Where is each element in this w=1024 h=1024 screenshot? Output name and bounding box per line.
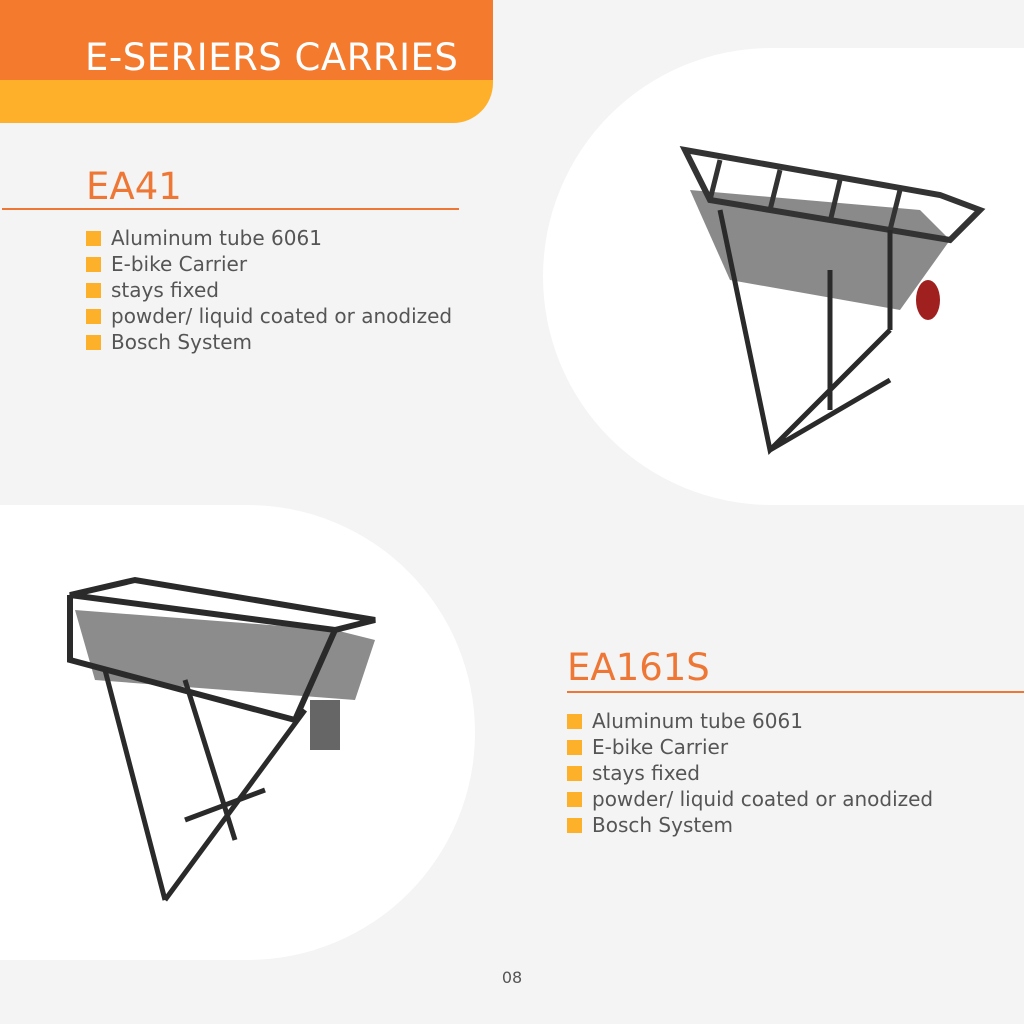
product-model-ea41: EA41 <box>86 165 182 208</box>
list-item: E-bike Carrier <box>567 734 933 760</box>
bullet-icon <box>567 791 582 807</box>
bullet-icon <box>86 256 101 272</box>
title-banner: E-SERIERS CARRIES <box>0 0 493 123</box>
bullet-icon <box>86 282 101 298</box>
bullet-icon <box>86 334 101 350</box>
page-title: E-SERIERS CARRIES <box>85 36 459 79</box>
divider <box>567 691 1024 693</box>
list-item: Bosch System <box>86 329 452 355</box>
ea161s-rack-image <box>67 576 376 902</box>
list-item: powder/ liquid coated or anodized <box>567 786 933 812</box>
list-item: Aluminum tube 6061 <box>567 708 933 734</box>
bullet-icon <box>86 230 101 246</box>
bullet-icon <box>567 817 582 833</box>
product-model-ea161s: EA161S <box>567 646 710 689</box>
divider <box>2 208 459 210</box>
feature-list-ea161s: Aluminum tube 6061 E-bike Carrier stays … <box>567 708 933 838</box>
feature-list-ea41: Aluminum tube 6061 E-bike Carrier stays … <box>86 225 452 355</box>
list-item: stays fixed <box>567 760 933 786</box>
list-item: Aluminum tube 6061 <box>86 225 452 251</box>
list-item: Bosch System <box>567 812 933 838</box>
product-image-panel-ea161s <box>0 505 475 960</box>
list-item: powder/ liquid coated or anodized <box>86 303 452 329</box>
bullet-icon <box>567 765 582 781</box>
bullet-icon <box>567 739 582 755</box>
bullet-icon <box>567 713 582 729</box>
ea41-rack-image <box>679 146 986 456</box>
list-item: E-bike Carrier <box>86 251 452 277</box>
list-item: stays fixed <box>86 277 452 303</box>
page-number: 08 <box>501 968 523 987</box>
bullet-icon <box>86 308 101 324</box>
